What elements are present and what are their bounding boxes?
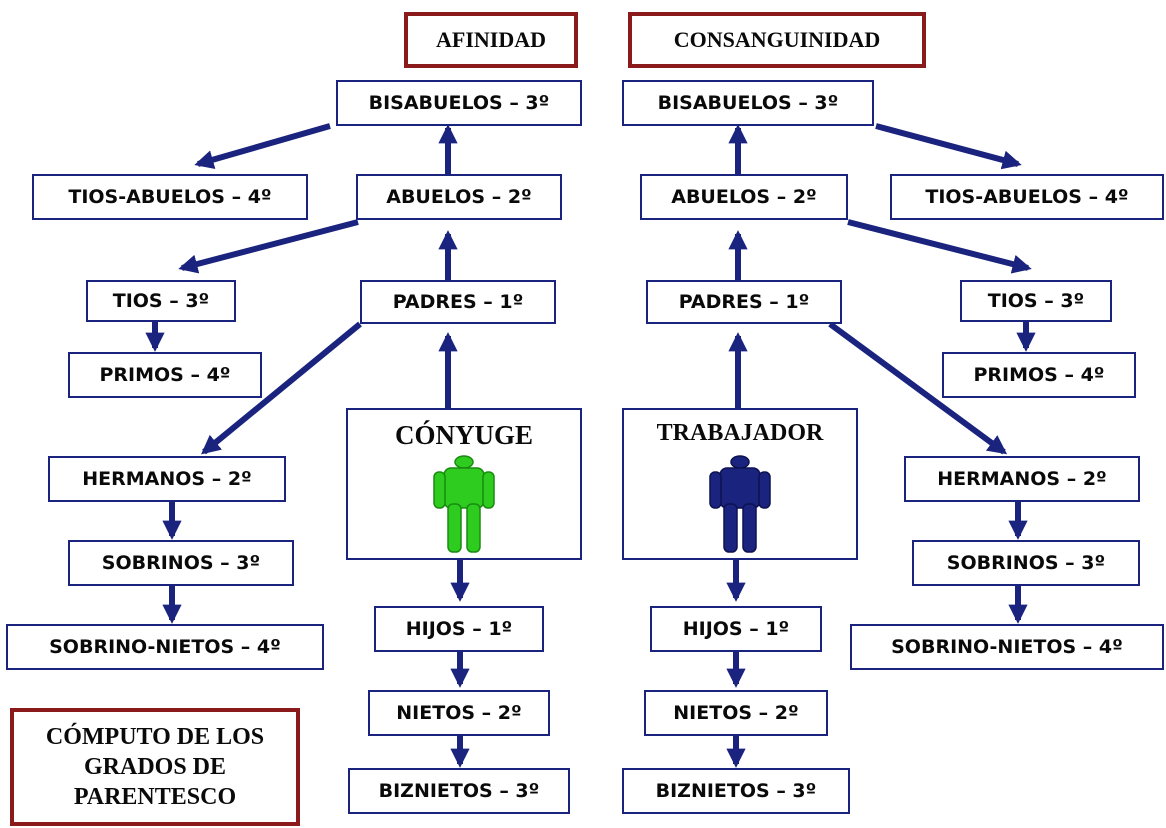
afinidad-sobrinos-node: SOBRINOS – 3º <box>68 540 294 586</box>
header-consanguinidad: CONSANGUINIDAD <box>628 12 926 68</box>
arrow-bisabuelos-to-tios-abuelos-right <box>875 123 1022 170</box>
consanguinidad-hermanos-node: HERMANOS – 2º <box>904 456 1140 502</box>
afinidad-biznietos-node: BIZNIETOS – 3º <box>348 768 570 814</box>
arrow-abuelos-to-tios-right <box>847 219 1032 274</box>
consanguinidad-abuelos-node: ABUELOS – 2º <box>640 174 848 220</box>
trabajador-label: TRABAJADOR <box>656 420 824 446</box>
afinidad-tios-abuelos-node: TIOS-ABUELOS – 4º <box>32 174 308 220</box>
afinidad-hermanos-node: HERMANOS – 2º <box>48 456 286 502</box>
header-afinidad: AFINIDAD <box>404 12 578 68</box>
afinidad-tios-node: TIOS – 3º <box>86 280 236 322</box>
consanguinidad-bisabuelos-node: BISABUELOS – 3º <box>622 80 874 126</box>
conyuge-label: CÓNYUGE <box>394 420 533 450</box>
afinidad-hijos-node: HIJOS – 1º <box>374 606 544 652</box>
consanguinidad-tios-abuelos-node: TIOS-ABUELOS – 4º <box>890 174 1164 220</box>
consanguinidad-sobrinos-node: SOBRINOS – 3º <box>912 540 1140 586</box>
afinidad-padres-node: PADRES – 1º <box>360 280 556 324</box>
diagram-title: CÓMPUTO DE LOS GRADOS DE PARENTESCO <box>10 708 300 826</box>
person-icon <box>433 455 495 553</box>
consanguinidad-nietos-node: NIETOS – 2º <box>644 690 828 736</box>
consanguinidad-hijos-node: HIJOS – 1º <box>650 606 822 652</box>
trabajador-box: TRABAJADOR <box>622 408 858 560</box>
consanguinidad-tios-node: TIOS – 3º <box>960 280 1112 322</box>
arrow-abuelos-to-tios-left <box>178 219 359 274</box>
conyuge-box: CÓNYUGE <box>346 408 582 560</box>
afinidad-abuelos-node: ABUELOS – 2º <box>356 174 562 220</box>
consanguinidad-biznietos-node: BIZNIETOS – 3º <box>622 768 850 814</box>
afinidad-nietos-node: NIETOS – 2º <box>368 690 550 736</box>
consanguinidad-padres-node: PADRES – 1º <box>646 280 842 324</box>
afinidad-primos-node: PRIMOS – 4º <box>68 352 262 398</box>
person-icon <box>709 455 771 553</box>
afinidad-bisabuelos-node: BISABUELOS – 3º <box>336 80 582 126</box>
consanguinidad-sobrino-nietos-node: SOBRINO-NIETOS – 4º <box>850 624 1164 670</box>
arrow-bisabuelos-to-tios-abuelos-left <box>194 123 331 169</box>
arrow-padres-to-hermanos-left <box>201 321 362 455</box>
consanguinidad-primos-node: PRIMOS – 4º <box>942 352 1136 398</box>
afinidad-sobrino-nietos-node: SOBRINO-NIETOS – 4º <box>6 624 324 670</box>
arrow-padres-to-hermanos-right <box>828 321 1008 455</box>
